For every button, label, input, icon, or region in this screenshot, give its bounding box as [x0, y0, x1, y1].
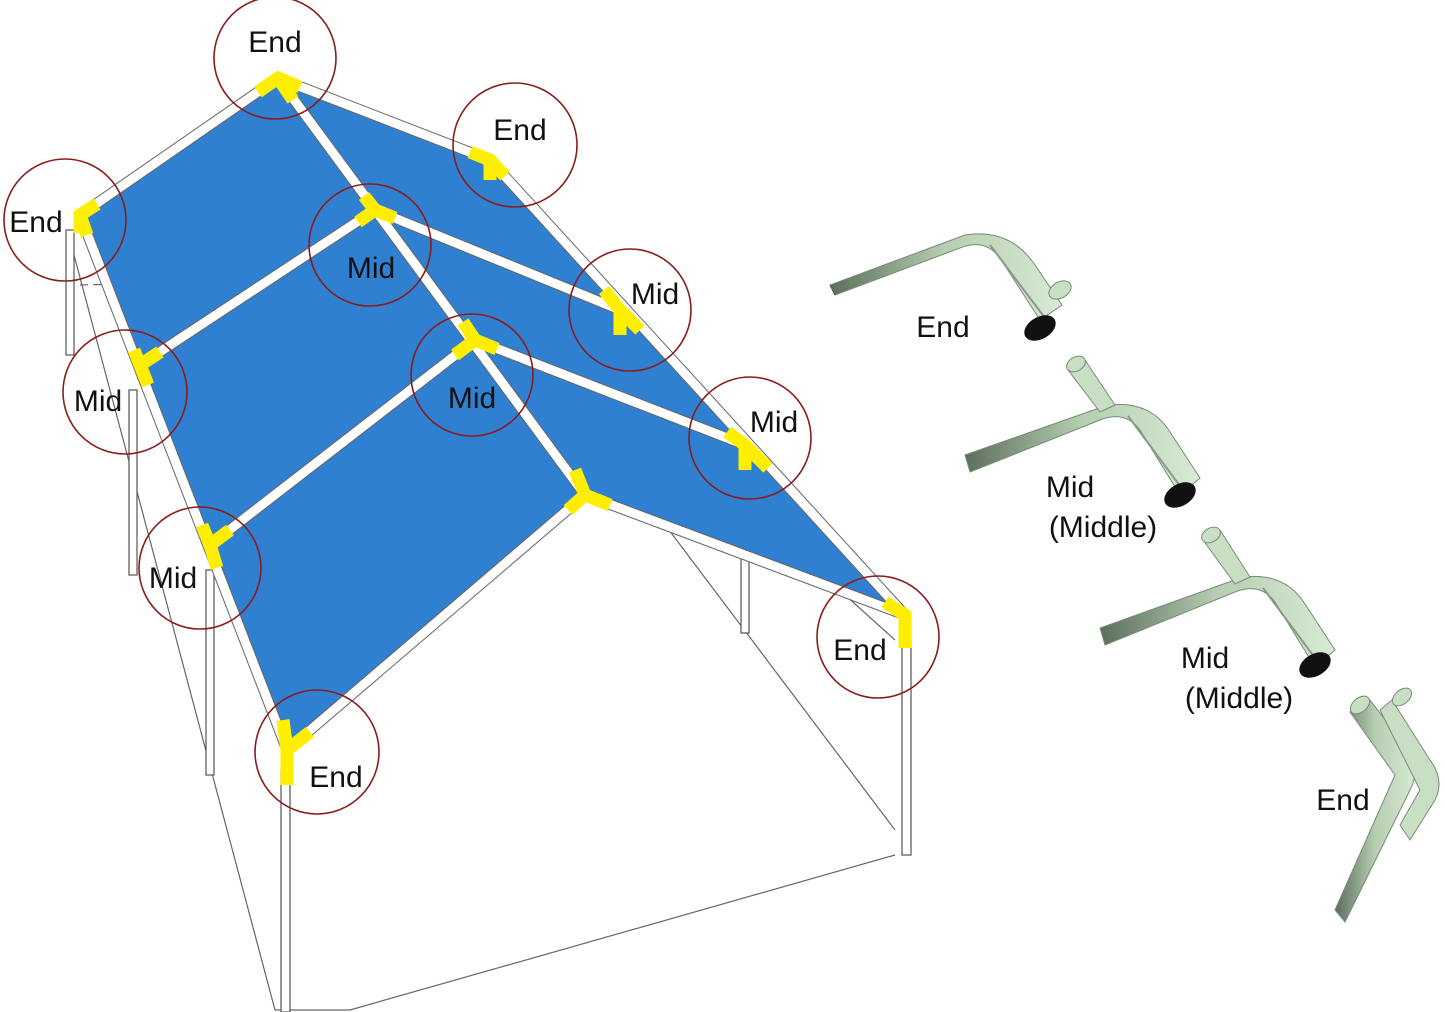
- label-left-mid-2: Mid: [149, 562, 197, 595]
- yellow-fittings: [73, 70, 912, 785]
- fitting-mid-1: Mid (Middle): [964, 355, 1201, 544]
- callout-right-mid-1: Mid: [568, 248, 692, 372]
- callout-left-end-top: End: [3, 158, 127, 282]
- frame-bars: [74, 72, 911, 756]
- label-right-end-top: End: [493, 114, 546, 147]
- callout-bottom-end: End: [254, 689, 380, 815]
- fitting-end-1-label: End: [916, 311, 969, 344]
- fitting-end-1: End: [829, 233, 1072, 344]
- fitting-end-2-label: End: [1316, 784, 1369, 817]
- label-right-mid-1: Mid: [631, 278, 679, 311]
- label-right-mid-2: Mid: [750, 406, 798, 439]
- fitting-mid-1-label-line2: (Middle): [1049, 511, 1157, 544]
- callout-right-mid-2: Mid: [688, 376, 812, 500]
- callout-top-end: End: [213, 0, 337, 120]
- canopy-panels: [80, 78, 905, 750]
- fitting-mid-2-label-line2: (Middle): [1185, 682, 1293, 715]
- label-ridge-mid-2: Mid: [448, 382, 496, 415]
- callout-ridge-mid-2: Mid: [410, 313, 534, 437]
- callout-left-mid-2: Mid: [138, 506, 262, 630]
- right-roof-panel: [278, 78, 905, 615]
- fitting-end-2: End: [1316, 687, 1440, 923]
- label-top-end: End: [248, 26, 301, 59]
- fitting-mid-1-label-line1: Mid: [1046, 471, 1094, 504]
- left-roof-panel: [80, 78, 585, 750]
- fitting-illustrations: End Mid (Middle) Mid (Middle): [829, 233, 1440, 923]
- callout-right-end-bottom: End: [816, 575, 940, 699]
- callout-ridge-mid-1: Mid: [308, 183, 432, 307]
- label-left-end-top: End: [9, 206, 62, 239]
- label-right-end-bottom: End: [833, 634, 886, 667]
- label-left-mid-1: Mid: [74, 385, 122, 418]
- callout-left-mid-1: Mid: [62, 329, 188, 455]
- callout-right-end-top: End: [452, 82, 578, 208]
- label-bottom-end: End: [309, 761, 362, 794]
- label-ridge-mid-1: Mid: [347, 252, 395, 285]
- frame-callouts: End End End Mid Mid Mid Mid Mid: [3, 0, 940, 815]
- fitting-mid-2: Mid (Middle): [1099, 526, 1336, 715]
- fitting-mid-2-label-line1: Mid: [1181, 642, 1229, 675]
